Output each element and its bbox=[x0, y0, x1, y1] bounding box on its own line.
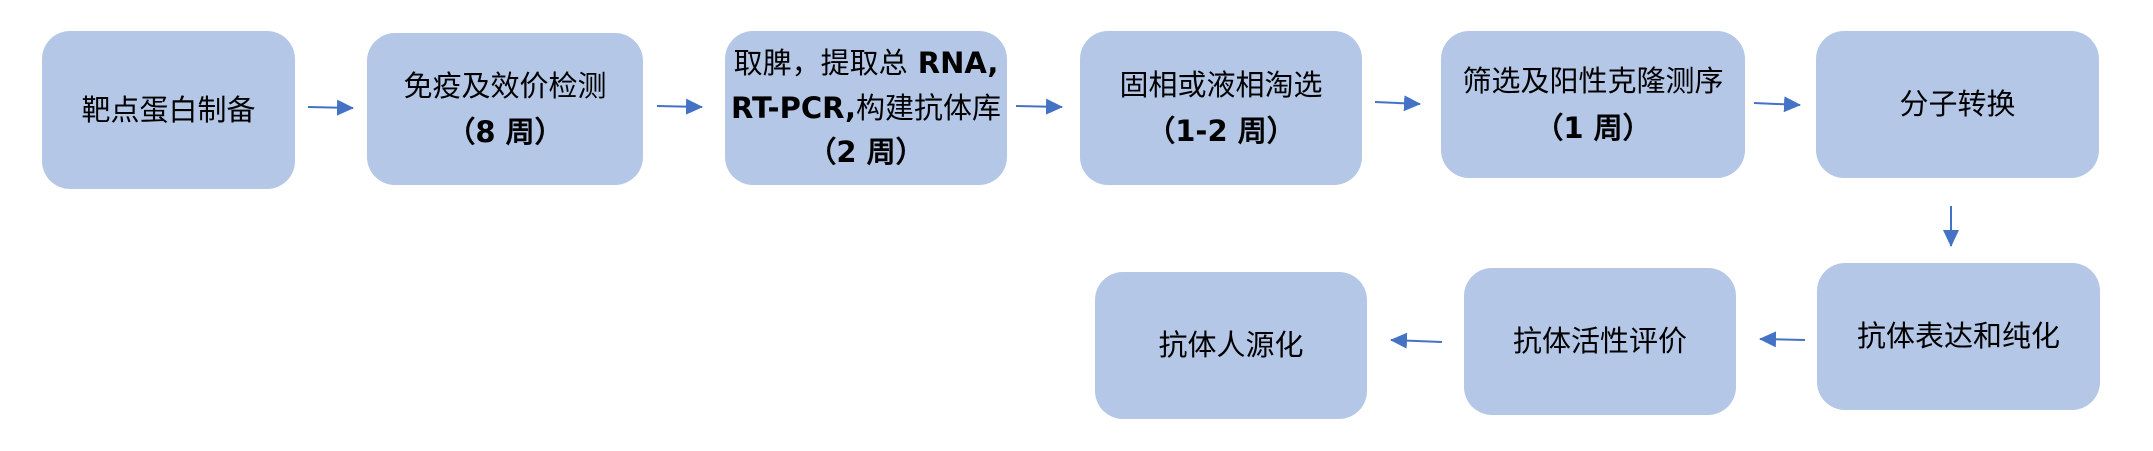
step-duration: （2 周） bbox=[807, 135, 925, 170]
step-label: 筛选及阳性克隆测序 bbox=[1462, 64, 1724, 99]
step-label: 抗体表达和纯化 bbox=[1856, 319, 2060, 354]
step-label-line2: RT-PCR,构建抗体库 bbox=[731, 86, 1001, 131]
step-label-cn: 构建抗体库 bbox=[856, 90, 1002, 125]
step-label: 抗体人源化 bbox=[1158, 328, 1304, 363]
step-humanization: 抗体人源化 bbox=[1095, 272, 1367, 419]
step-duration: （8 周） bbox=[446, 115, 564, 149]
step-label-line1: 取脾，提取总 RNA, bbox=[734, 41, 999, 86]
arrow-right-icon bbox=[656, 98, 703, 115]
arrow-right-icon bbox=[307, 99, 354, 116]
step-label: 免疫及效价检测 bbox=[403, 68, 607, 103]
step-molecular-conversion: 分子转换 bbox=[1816, 31, 2099, 178]
step-immunization: 免疫及效价检测 （8 周） bbox=[367, 33, 643, 185]
step-label: 固相或液相淘选 bbox=[1119, 67, 1323, 102]
arrow-left-icon bbox=[1390, 332, 1443, 349]
arrow-left-icon bbox=[1759, 331, 1806, 348]
step-label: 分子转换 bbox=[1899, 87, 2016, 122]
step-label: 抗体活性评价 bbox=[1512, 324, 1687, 359]
arrow-right-icon bbox=[1753, 96, 1801, 113]
arrow-right-icon bbox=[1374, 95, 1421, 112]
step-panning: 固相或液相淘选 （1-2 周） bbox=[1080, 31, 1362, 185]
step-label-latin: RNA, bbox=[907, 45, 999, 80]
step-screening: 筛选及阳性克隆测序 （1 周） bbox=[1441, 31, 1745, 178]
step-label-latin: RT-PCR, bbox=[730, 90, 856, 125]
step-expression: 抗体表达和纯化 bbox=[1817, 263, 2100, 410]
step-label-cn: 取脾，提取总 bbox=[733, 45, 908, 80]
step-library: 取脾，提取总 RNA, RT-PCR,构建抗体库 （2 周） bbox=[725, 31, 1007, 185]
step-target-protein: 靶点蛋白制备 bbox=[42, 31, 295, 189]
step-duration: （1-2 周） bbox=[1146, 114, 1296, 148]
arrow-right-icon bbox=[1015, 98, 1063, 115]
step-activity: 抗体活性评价 bbox=[1464, 268, 1736, 415]
step-label: 靶点蛋白制备 bbox=[81, 92, 256, 127]
step-duration: （1 周） bbox=[1534, 110, 1652, 145]
